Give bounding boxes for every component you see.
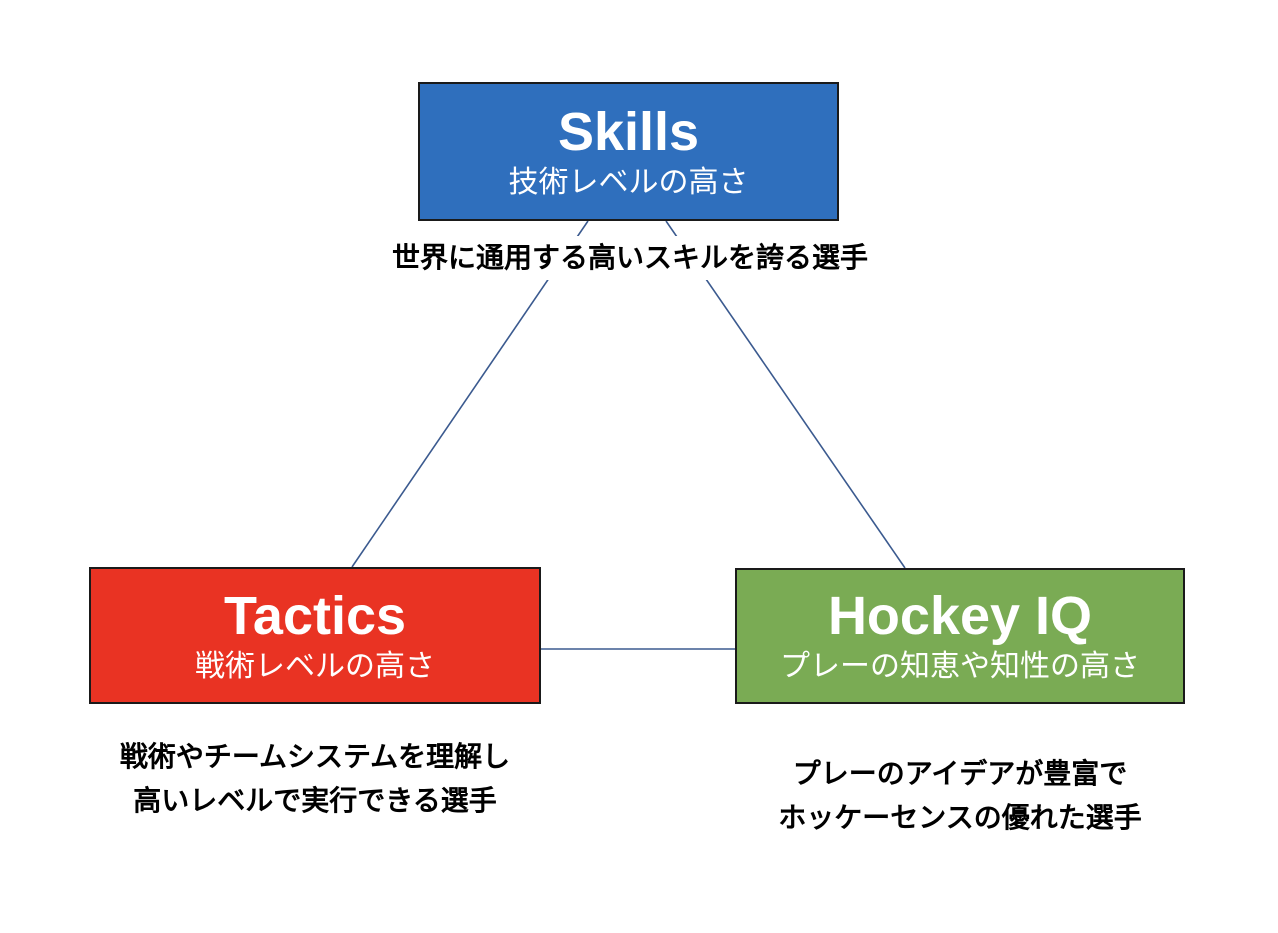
tactics-description: 戦術やチームシステムを理解し 高いレベルで実行できる選手 [60,735,570,823]
skills-node: Skills 技術レベルの高さ [418,82,839,221]
tactics-description-line-1: 戦術やチームシステムを理解し [119,740,511,773]
hockey-iq-description-line-1: プレーのアイデアが豊富で [792,757,1128,790]
tactics-subtitle: 戦術レベルの高さ [195,648,435,684]
hockey-iq-description-line-2: ホッケーセンスの優れた選手 [778,801,1142,834]
hockey-iq-subtitle: プレーの知恵や知性の高さ [780,649,1140,684]
hockey-iq-node: Hockey IQ プレーの知恵や知性の高さ [735,568,1185,704]
skills-subtitle: 技術レベルの高さ [508,164,749,200]
hockey-iq-title: Hockey IQ [827,586,1093,646]
tactics-description-line-2: 高いレベルで実行できる選手 [133,784,497,817]
tactics-node: Tactics 戦術レベルの高さ [89,567,541,704]
hockey-iq-description: プレーのアイデアが豊富で ホッケーセンスの優れた選手 [735,752,1185,840]
skills-description-line: 世界に通用する高いスキルを誇る選手 [391,241,868,274]
skills-title: Skills [557,101,700,162]
skills-description: 世界に通用する高いスキルを誇る選手 [340,236,920,280]
tactics-title: Tactics [223,585,407,646]
